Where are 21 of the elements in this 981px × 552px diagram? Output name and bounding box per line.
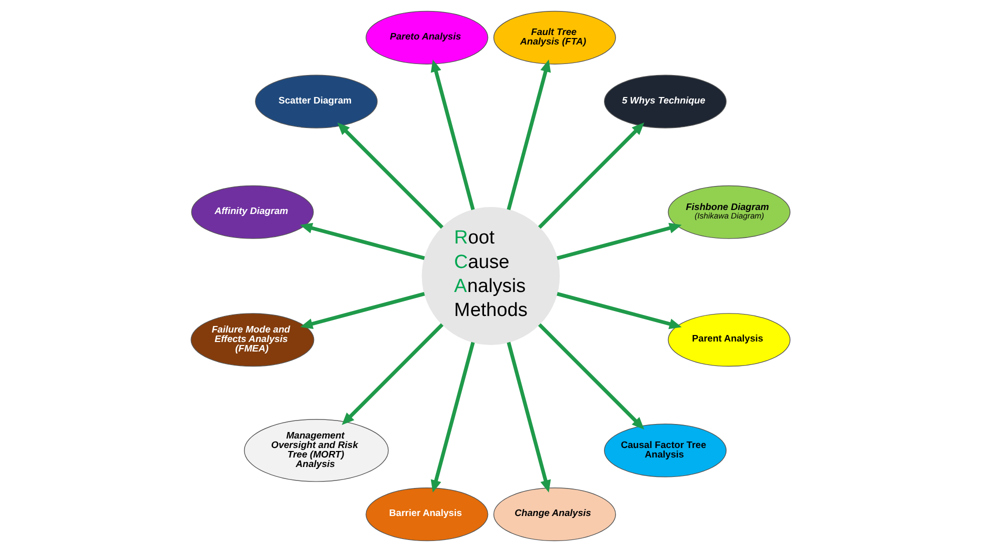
node-ellipse: Pareto Analysis (366, 10, 488, 64)
arrow (556, 222, 682, 260)
arrow (342, 323, 444, 425)
node-circle: Root Cause Analysis Methods (422, 207, 560, 345)
arrow (538, 122, 644, 229)
arrow (430, 60, 475, 210)
node-ellipse: Scatter Diagram (255, 74, 378, 128)
node-ellipse: Management Oversight and Risk Tree (MORT) Analysis (244, 419, 389, 482)
arrow (506, 342, 551, 492)
node-ellipse: Fault Tree Analysis (FTA) (493, 10, 616, 64)
arrow (300, 222, 425, 260)
arrow (430, 342, 475, 492)
node-ellipse: Barrier Analysis (366, 488, 488, 542)
arrow (337, 122, 444, 229)
arrow (538, 323, 644, 430)
node-ellipse: Change Analysis (493, 488, 616, 542)
node-ellipse: Causal Factor Tree Analysis (604, 424, 727, 478)
arrow (506, 60, 551, 210)
node-ellipse: 5 Whys Technique (604, 74, 727, 128)
arrow (300, 292, 425, 330)
arrow (556, 292, 682, 330)
